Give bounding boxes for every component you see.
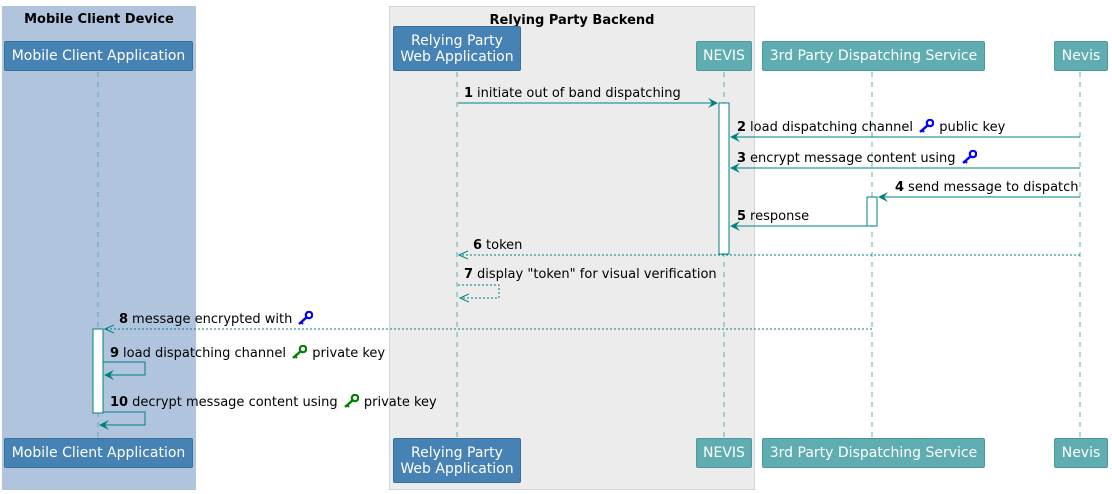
activation-nevis bbox=[718, 102, 730, 255]
box-title-backend: Relying Party Backend bbox=[489, 13, 655, 28]
green-key-icon bbox=[292, 345, 308, 359]
participant-rp-web-bottom: Relying Party Web Application bbox=[393, 438, 521, 483]
participant-mobile-app-top: Mobile Client Application bbox=[4, 41, 193, 71]
participant-nevis-bottom: NEVIS bbox=[696, 438, 752, 468]
participant-dispatch-bottom: 3rd Party Dispatching Service bbox=[762, 438, 985, 468]
participant-nevis2-top: Nevis bbox=[1054, 41, 1108, 71]
arrow-10 bbox=[99, 411, 146, 430]
blue-key-icon bbox=[961, 150, 977, 164]
arrow-7 bbox=[458, 284, 500, 298]
activation-mobile bbox=[92, 328, 104, 414]
green-key-icon bbox=[343, 394, 359, 408]
participant-mobile-app-bottom: Mobile Client Application bbox=[4, 438, 193, 468]
participant-rp-web-top: Relying Party Web Application bbox=[393, 26, 521, 71]
blue-key-icon bbox=[298, 311, 314, 325]
arrow-9 bbox=[103, 361, 146, 380]
participant-dispatch-top: 3rd Party Dispatching Service bbox=[762, 41, 985, 71]
blue-key-icon bbox=[919, 119, 935, 133]
participant-nevis-top: NEVIS bbox=[696, 41, 752, 71]
box-title-mobile: Mobile Client Device bbox=[24, 12, 174, 27]
activation-dispatch bbox=[866, 196, 878, 227]
box-relying-party-backend: Relying Party Backend bbox=[389, 6, 755, 490]
participant-nevis2-bottom: Nevis bbox=[1054, 438, 1108, 468]
